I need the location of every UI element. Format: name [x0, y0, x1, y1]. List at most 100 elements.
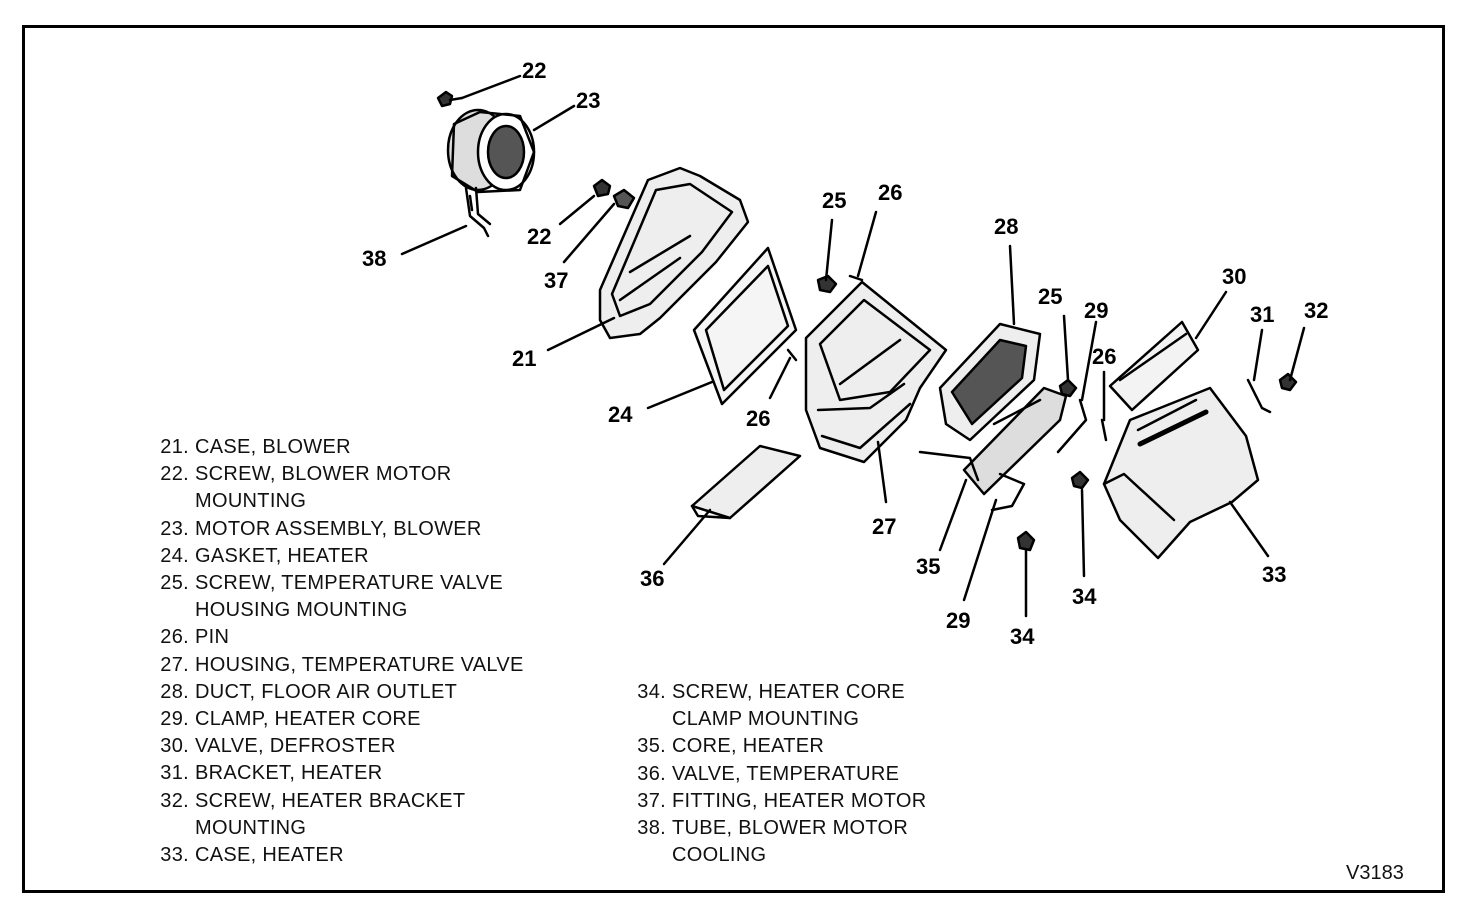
legend-item: MOUNTING [147, 488, 607, 515]
legend-item-text: TUBE, BLOWER MOTOR [672, 817, 909, 840]
legend-item-text: VALVE, TEMPERATURE [672, 762, 900, 785]
legend-item: 38. TUBE, BLOWER MOTOR [624, 815, 984, 842]
legend-item: 28. DUCT, FLOOR AIR OUTLET [147, 679, 607, 706]
temperature-valve-housing-screw-25b [1058, 378, 1078, 398]
callout-26c: 26 [746, 406, 770, 431]
legend-item-text: CASE, HEATER [195, 844, 344, 867]
legend-item-text: MOUNTING [195, 816, 307, 839]
legend-item-number: 29. [160, 708, 189, 731]
legend-item-number: 30. [160, 735, 189, 758]
legend-item: 24. GASKET, HEATER [147, 543, 607, 570]
legend-item-number [624, 842, 672, 869]
callout-36: 36 [640, 566, 664, 591]
legend-item-number: 24. [160, 544, 189, 567]
legend-item-text: VALVE, DEFROSTER [195, 735, 396, 758]
temperature-valve-36 [690, 444, 802, 520]
heater-core-clamp-29a [1056, 398, 1088, 454]
callout-22a: 22 [522, 58, 546, 83]
legend-item-number [147, 815, 195, 842]
parts-legend-left: 21. CASE, BLOWER 22. SCREW, BLOWER MOTOR MOU… [147, 434, 607, 869]
heater-bracket-screw-32 [1278, 372, 1298, 392]
pin-26a [848, 274, 864, 282]
legend-item: 30. VALVE, DEFROSTER [147, 733, 607, 760]
legend-item-text: CLAMP MOUNTING [672, 708, 860, 731]
legend-item: 35.CORE, HEATER [624, 733, 984, 760]
heater-core-35 [918, 386, 1068, 496]
floor-air-outlet-duct-28 [938, 322, 1042, 442]
legend-item-number: 27. [160, 653, 189, 676]
legend-item-text: CLAMP, HEATER CORE [195, 708, 421, 731]
legend-item-text: MOTOR ASSEMBLY, BLOWER [195, 517, 482, 540]
legend-item-text: CASE, BLOWER [195, 436, 351, 458]
heater-core-clamp-screw-34a [1070, 470, 1090, 490]
legend-item-text: DUCT, FLOOR AIR OUTLET [195, 680, 458, 703]
legend-item-number: 31. [160, 762, 189, 785]
callout-22b: 22 [527, 224, 551, 249]
heater-case-33 [1102, 386, 1260, 560]
legend-item-text: HOUSING MOUNTING [195, 599, 408, 622]
legend-item-text: CORE, HEATER [672, 735, 825, 758]
legend-item-text: SCREW, BLOWER MOTOR [195, 463, 452, 486]
legend-item: 26.PIN [147, 624, 607, 651]
callout-37: 37 [544, 268, 568, 293]
callout-27: 27 [872, 514, 896, 539]
callout-26a: 26 [878, 180, 902, 205]
legend-item: 25.SCREW, TEMPERATURE VALVE [147, 570, 607, 597]
callout-32: 32 [1304, 298, 1328, 323]
heater-gasket-24 [692, 246, 798, 406]
legend-item-text: HOUSING, TEMPERATURE VALVE [195, 653, 524, 676]
callout-31: 31 [1250, 302, 1274, 327]
legend-item-number [147, 488, 195, 515]
callout-21: 21 [512, 346, 536, 371]
legend-item: 27. HOUSING, TEMPERATURE VALVE [147, 652, 607, 679]
blower-motor-cooling-tube-38 [464, 186, 492, 238]
legend-item-number: 22. [160, 463, 189, 486]
legend-item: 33. CASE, HEATER [147, 842, 607, 869]
legend-item: 32.SCREW, HEATER BRACKET [147, 788, 607, 815]
legend-item: 21. CASE, BLOWER [147, 434, 607, 461]
legend-item: MOUNTING [147, 815, 607, 842]
legend-item-number: 36. [637, 762, 666, 785]
callout-34b: 34 [1010, 624, 1035, 649]
legend-item: 23.MOTOR ASSEMBLY, BLOWER [147, 516, 607, 543]
legend-item: 22. SCREW, BLOWER MOTOR [147, 461, 607, 488]
figure-code: V3183 [1346, 862, 1404, 884]
legend-item-number [624, 706, 672, 733]
legend-item: 34.SCREW, HEATER CORE [624, 679, 984, 706]
legend-item: 36. VALVE, TEMPERATURE [624, 761, 984, 788]
heater-core-clamp-screw-34b [1016, 530, 1036, 552]
callout-23: 23 [576, 88, 600, 113]
legend-item-text: SCREW, HEATER CORE [672, 681, 905, 703]
legend-item-number: 21. [160, 436, 189, 458]
legend-item: 29. CLAMP, HEATER CORE [147, 706, 607, 733]
figure-frame [22, 25, 1445, 893]
callout-29a: 29 [1084, 298, 1108, 323]
legend-item-number [147, 597, 195, 624]
legend-item-text: FITTING, HEATER MOTOR [672, 789, 927, 812]
legend-item-number: 33. [160, 844, 189, 867]
callout-38: 38 [362, 246, 386, 271]
legend-item-number: 38. [637, 817, 666, 840]
legend-item-text: MOUNTING [195, 490, 307, 513]
heater-core-clamp-29b [990, 472, 1026, 512]
legend-item-number: 28. [160, 680, 189, 703]
callout-29b: 29 [946, 608, 970, 633]
defroster-valve-30 [1108, 320, 1200, 412]
callout-28: 28 [994, 214, 1018, 239]
legend-item-text: GASKET, HEATER [195, 544, 369, 567]
callout-35: 35 [916, 554, 940, 579]
callout-26b: 26 [1092, 344, 1116, 369]
callout-30: 30 [1222, 264, 1246, 289]
legend-item-number: 25. [160, 572, 189, 595]
blower-motor-screw-22b [592, 178, 612, 198]
legend-item-number: 26. [160, 626, 189, 649]
pin-26c [786, 348, 798, 362]
callout-25b: 25 [1038, 284, 1062, 309]
temperature-valve-housing-27 [804, 280, 948, 464]
legend-item: 31. BRACKET, HEATER [147, 760, 607, 787]
legend-item-number: 37. [637, 789, 666, 812]
legend-item-text: BRACKET, HEATER [195, 762, 383, 785]
legend-item: COOLING [624, 842, 984, 869]
heater-bracket-31 [1246, 378, 1272, 414]
